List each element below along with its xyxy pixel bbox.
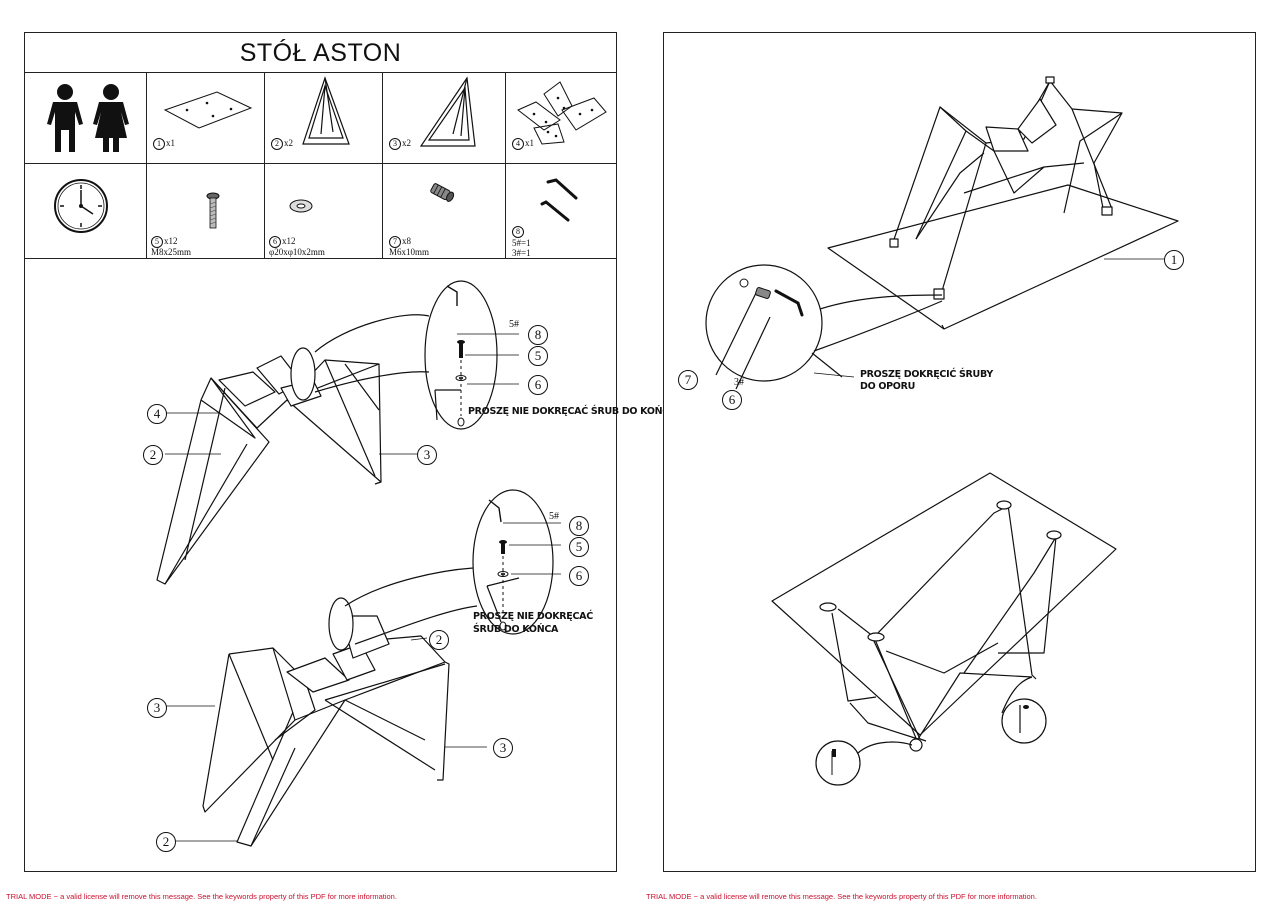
part-spec: 3#=1: [512, 248, 531, 258]
part-spec: M6x10mm: [389, 247, 430, 257]
tighten-note: DO OPORU: [860, 381, 916, 392]
assembly-step-drawing: [156, 280, 561, 847]
instruction-page-right: 1 7 3# 6 PROSZĘ DOKRĘCIĆ ŚRUBY DO OPORU: [663, 32, 1256, 872]
part-qty: x2: [284, 138, 293, 149]
part-qty: x1: [525, 138, 534, 149]
hex-size-label: 5#: [509, 319, 519, 330]
callout-5: 5: [528, 346, 548, 366]
page-title: STÓŁ ASTON: [25, 33, 616, 73]
part-spec: 5#=1: [512, 238, 531, 248]
part-qty: x2: [402, 138, 411, 149]
callout-4: 4: [147, 404, 167, 424]
callout-6: 6: [528, 375, 548, 395]
part-number-badge: 4: [512, 138, 524, 150]
leg-frame-icon: [302, 76, 350, 145]
callout-2: 2: [429, 630, 449, 650]
part-number-badge: 8: [512, 226, 524, 238]
allen-key-icon: [540, 178, 578, 222]
part-number-badge: 1: [153, 138, 165, 150]
callout-3: 3: [417, 445, 437, 465]
part-number-badge: 7: [389, 236, 401, 248]
glass-top-icon: [163, 91, 253, 129]
trial-watermark: TRIAL MODE − a valid license will remove…: [6, 892, 397, 901]
callout-7: 7: [678, 370, 698, 390]
leg-frame-icon: [419, 76, 476, 147]
callout-6: 6: [722, 390, 742, 410]
callout-8: 8: [528, 325, 548, 345]
callout-2: 2: [143, 445, 163, 465]
callout-5: 5: [569, 537, 589, 557]
part-qty: x12: [164, 236, 178, 247]
bolt-icon: [206, 192, 220, 229]
hex-size-label: 3#: [734, 377, 744, 388]
assembly-time-cell: [25, 164, 147, 259]
part-qty: x1: [166, 138, 175, 149]
threaded-insert-icon: [430, 183, 455, 202]
callout-3: 3: [147, 698, 167, 718]
trial-watermark: TRIAL MODE − a valid license will remove…: [646, 892, 1037, 901]
part-number-badge: 6: [269, 236, 281, 248]
connector-plate-icon: [517, 81, 607, 145]
part-number-badge: 5: [151, 236, 163, 248]
part-spec: M8x25mm: [151, 247, 192, 257]
two-person-icon: [47, 84, 129, 152]
callout-3: 3: [493, 738, 513, 758]
callout-2: 2: [156, 832, 176, 852]
part-qty: x12: [282, 236, 296, 247]
part-qty: x8: [402, 236, 411, 247]
hex-size-label: 5#: [549, 511, 559, 522]
part-8-cell: 8 5#=1 3#=1: [506, 164, 616, 259]
dont-tighten-note: PROSZĘ NIE DOKRĘCAĆ: [473, 611, 593, 622]
dont-tighten-note: ŚRUB DO KOŃCA: [473, 624, 559, 635]
dont-tighten-note: PROSZĘ NIE DOKRĘCAĆ ŚRUB DO KOŃCA: [468, 406, 676, 417]
final-assembly-drawing: [705, 76, 1179, 786]
part-number-badge: 3: [389, 138, 401, 150]
washer-icon: [289, 199, 313, 213]
callout-8: 8: [569, 516, 589, 536]
two-person-assembly-cell: [25, 72, 147, 164]
callout-6: 6: [569, 566, 589, 586]
part-spec: φ20xφ10x2mm: [269, 247, 325, 257]
part-number-badge: 2: [271, 138, 283, 150]
callout-1: 1: [1164, 250, 1184, 270]
tighten-note: PROSZĘ DOKRĘCIĆ ŚRUBY: [860, 369, 993, 380]
clock-icon: [54, 179, 108, 233]
